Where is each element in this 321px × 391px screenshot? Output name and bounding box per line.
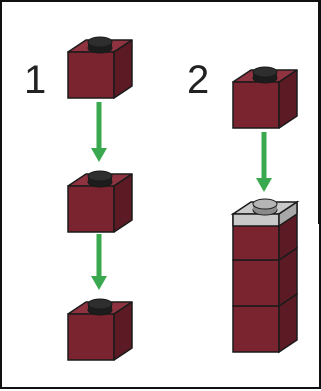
step-1-number: 1 bbox=[24, 58, 47, 102]
step-2-brick-new bbox=[232, 66, 298, 129]
step-2-tower bbox=[230, 198, 300, 354]
step-1-brick-top bbox=[67, 36, 133, 99]
step-1-brick-middle bbox=[67, 170, 133, 233]
step-2-number: 2 bbox=[187, 58, 210, 102]
step-2-arrow bbox=[256, 132, 272, 192]
step-panel-divider bbox=[318, 2, 320, 224]
step-1-group bbox=[67, 36, 133, 361]
step-1-arrow-1 bbox=[91, 102, 107, 162]
step-1-brick-bottom bbox=[67, 298, 133, 361]
step-2-group bbox=[230, 66, 300, 354]
step-1-arrow-2 bbox=[91, 234, 107, 290]
